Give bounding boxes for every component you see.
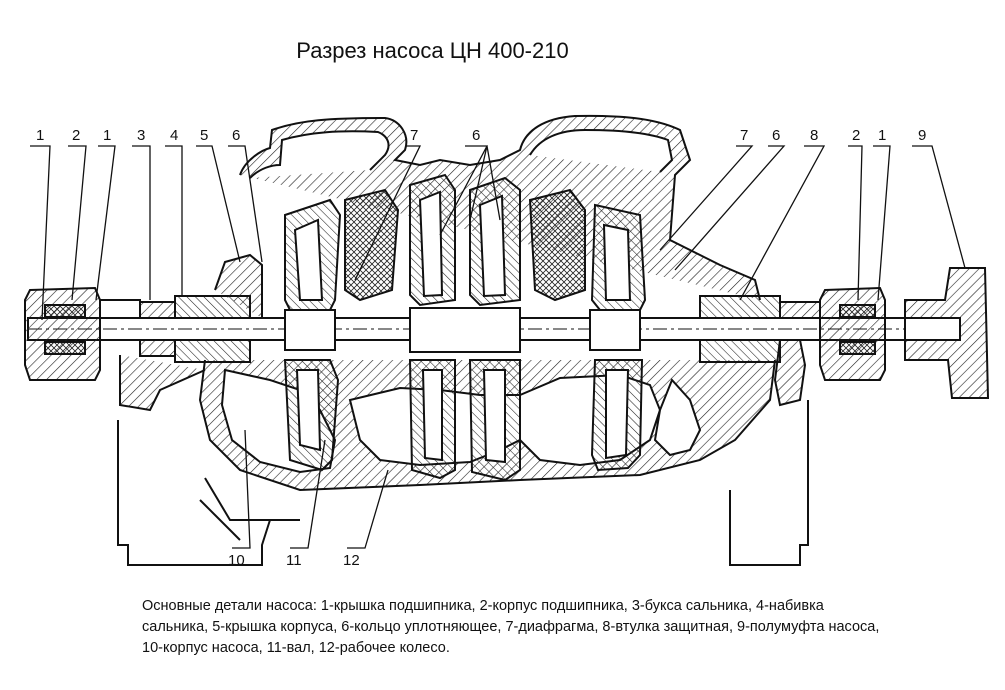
callout-label: 10 bbox=[228, 552, 245, 569]
impeller-2 bbox=[408, 173, 456, 480]
callout-label: 1 bbox=[103, 127, 111, 144]
left-bearing-assembly bbox=[24, 253, 263, 412]
callout-label: 1 bbox=[878, 127, 886, 144]
callout-label: 11 bbox=[286, 552, 302, 569]
legend-line: 10-корпус насоса, 11-вал, 12-рабочее кол… bbox=[142, 640, 450, 656]
impeller-4 bbox=[590, 203, 647, 472]
callout-label: 3 bbox=[137, 127, 145, 144]
diagram-title: Разрез насоса ЦН 400-210 bbox=[296, 38, 569, 63]
right-bearing-assembly bbox=[699, 286, 886, 407]
legend-line: Основные детали насоса: 1-крышка подшипн… bbox=[142, 598, 824, 614]
impeller-1 bbox=[283, 198, 342, 472]
callout-label: 4 bbox=[170, 127, 178, 144]
callout-label: 6 bbox=[232, 127, 240, 144]
callout-label: 2 bbox=[72, 127, 80, 144]
callout-label: 1 bbox=[36, 127, 44, 144]
callout-label: 5 bbox=[200, 127, 208, 144]
parts-legend: Основные детали насоса: 1-крышка подшипн… bbox=[142, 596, 982, 659]
coupling-half bbox=[904, 267, 990, 399]
callout-label: 9 bbox=[918, 127, 926, 144]
callout-label: 7 bbox=[410, 127, 418, 144]
legend-line: сальника, 5-крышка корпуса, 6-кольцо упл… bbox=[142, 619, 880, 635]
callout-label: 8 bbox=[810, 127, 818, 144]
callout-label: 6 bbox=[472, 127, 480, 144]
callout-label: 7 bbox=[740, 127, 748, 144]
impeller-3 bbox=[468, 176, 521, 482]
callout-label: 6 bbox=[772, 127, 780, 144]
callout-label: 12 bbox=[343, 552, 360, 569]
leader-lines bbox=[30, 145, 966, 549]
callout-label: 2 bbox=[852, 127, 860, 144]
pump-base bbox=[117, 400, 809, 566]
